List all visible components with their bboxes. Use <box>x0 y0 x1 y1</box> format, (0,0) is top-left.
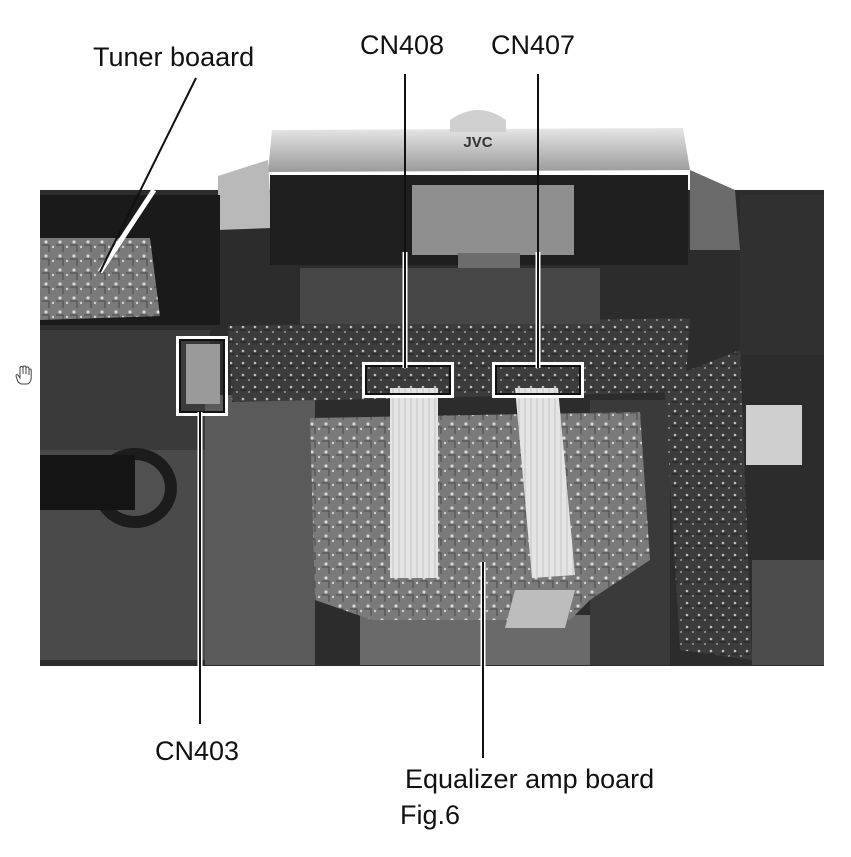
right-jack <box>746 405 802 465</box>
ribbon-cable-cn407 <box>515 388 575 578</box>
unit-photo: JVC <box>40 110 824 666</box>
right-upper-housing <box>740 195 824 355</box>
right-board-photo <box>664 350 752 660</box>
cn408-label: CN408 <box>360 30 445 60</box>
main-board-photo <box>228 318 690 402</box>
cn408-highlight <box>365 365 451 395</box>
cn407-label: CN407 <box>491 30 576 60</box>
upper-mechanism <box>300 268 600 324</box>
left-compartment <box>40 330 210 450</box>
center-left-housing <box>205 395 315 665</box>
tuner-leader-line <box>99 77 197 273</box>
equalizer-amp-board-photo <box>310 412 650 620</box>
cn403-label: CN403 <box>155 736 240 766</box>
hand-cursor-icon <box>15 365 32 385</box>
tuner-board-label: Tuner boaard <box>93 42 255 72</box>
lcd-display <box>412 185 574 255</box>
ribbon-cable-cn408 <box>390 388 438 578</box>
top-housing <box>268 128 690 172</box>
right-lower-housing <box>752 560 824 665</box>
handle-right <box>690 170 740 250</box>
figure-caption: Fig.6 <box>400 800 461 830</box>
equalizer-amp-board-label: Equalizer amp board <box>405 764 655 794</box>
tube <box>40 455 135 510</box>
board-sticker <box>505 590 575 628</box>
brand-logo: JVC <box>463 134 492 151</box>
cn408-highlight-outer <box>362 362 454 398</box>
cn403-connector-photo <box>186 344 220 404</box>
logo-bump <box>450 110 506 132</box>
tuner-board-photo <box>40 238 160 320</box>
handle-left <box>218 160 272 230</box>
